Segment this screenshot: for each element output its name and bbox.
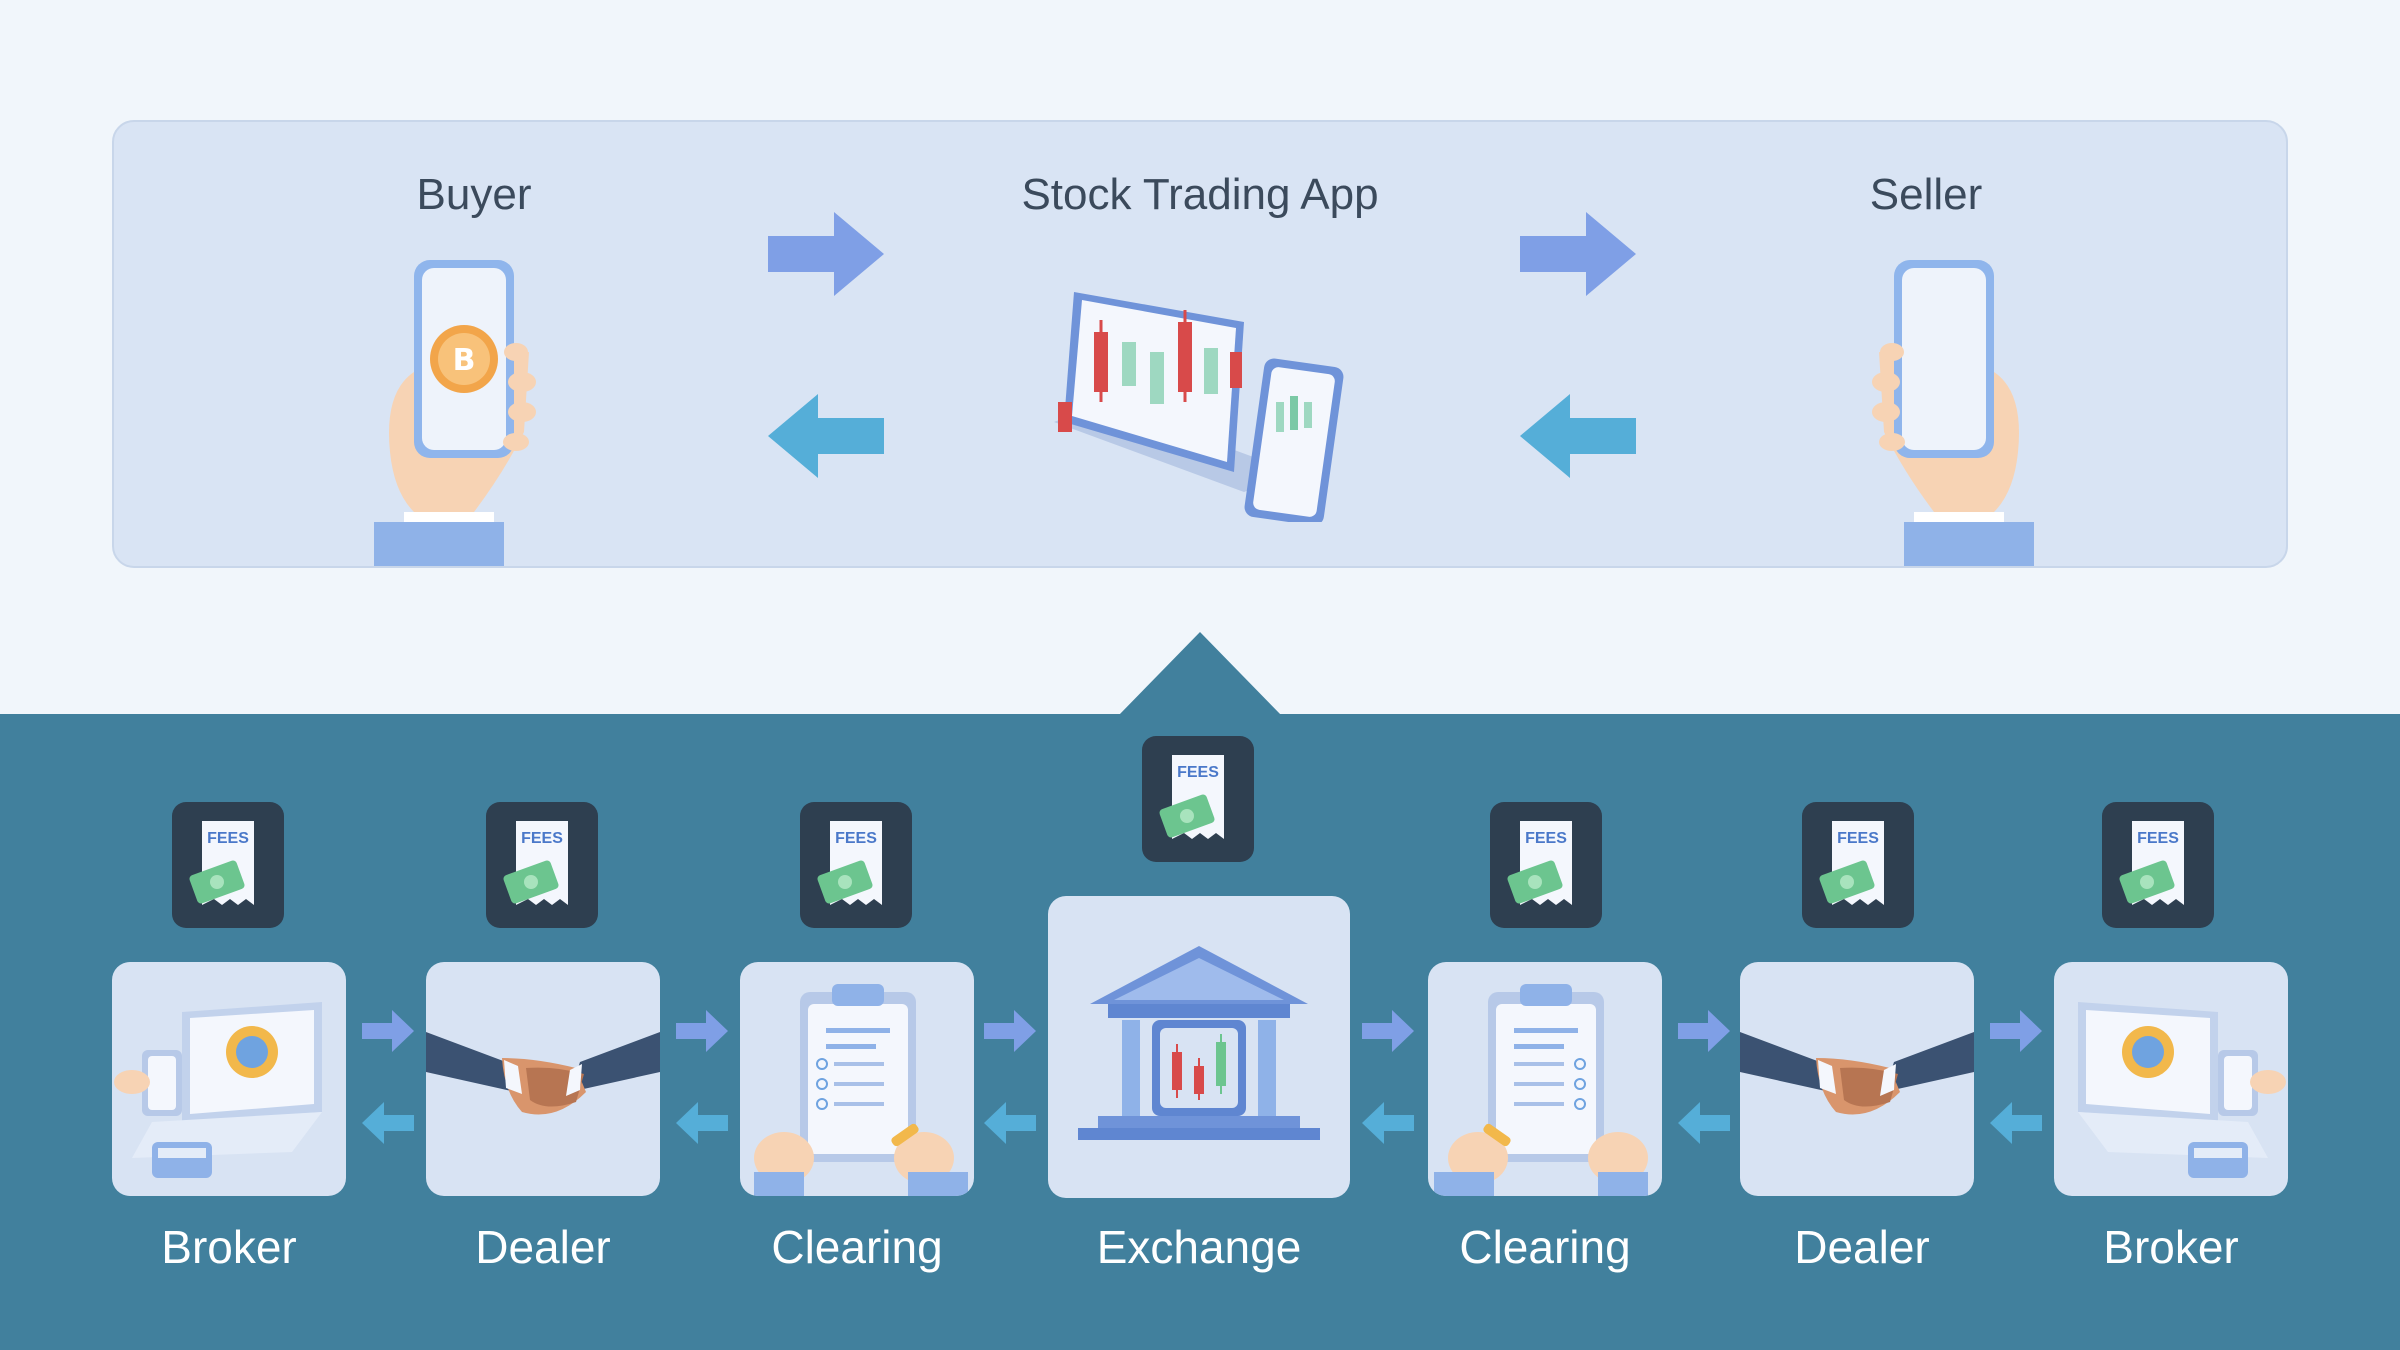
broker-laptop-icon <box>2078 1002 2286 1178</box>
arrow-left-icon <box>1990 1102 2042 1144</box>
svg-text:FEES: FEES <box>2137 830 2179 847</box>
fees-receipt-icon: FEES <box>2119 821 2184 905</box>
handshake-icon <box>1740 1032 1974 1115</box>
buyer-label: Buyer <box>416 170 532 219</box>
dealer-label: Dealer <box>1794 1221 1930 1273</box>
dealer-card <box>426 962 660 1196</box>
arrow-right-icon <box>1520 212 1636 296</box>
buyer-phone-hand-icon: B <box>374 260 536 566</box>
svg-text:FEES: FEES <box>1177 764 1219 781</box>
seller-label: Seller <box>1869 170 1983 219</box>
fees-badge: FEES <box>486 802 598 928</box>
arrow-left-icon <box>362 1102 414 1144</box>
arrow-right-icon <box>362 1010 414 1052</box>
app-label: Stock Trading App <box>1021 170 1379 219</box>
arrow-left-icon <box>984 1102 1036 1144</box>
dealer-card <box>1740 962 1974 1196</box>
arrow-right-icon <box>1362 1010 1414 1052</box>
arrow-left-icon <box>676 1102 728 1144</box>
broker-card <box>112 962 346 1196</box>
fees-badge: FEES <box>2102 802 2214 928</box>
svg-text:FEES: FEES <box>835 830 877 847</box>
svg-text:FEES: FEES <box>207 830 249 847</box>
fees-receipt-icon: FEES <box>817 821 882 905</box>
fees-badge: FEES <box>1142 736 1254 862</box>
fees-receipt-icon: FEES <box>189 821 254 905</box>
clearing-label: Clearing <box>1459 1221 1631 1273</box>
arrow-right-icon <box>768 212 884 296</box>
fees-receipt-icon: FEES <box>503 821 568 905</box>
clearing-card <box>1428 962 1662 1196</box>
arrow-right-icon <box>676 1010 728 1052</box>
fees-receipt-icon: FEES <box>1819 821 1884 905</box>
fees-badge: FEES <box>172 802 284 928</box>
fees-badge: FEES <box>800 802 912 928</box>
laptop-chart-icon <box>1054 292 1344 522</box>
svg-text:FEES: FEES <box>1525 830 1567 847</box>
broker-label: Broker <box>161 1221 297 1273</box>
bank-building-icon <box>1078 946 1320 1140</box>
fees-badge: FEES <box>1802 802 1914 928</box>
clipboard-icon <box>1434 984 1648 1196</box>
broker-label: Broker <box>2103 1221 2239 1273</box>
fees-receipt-icon: FEES <box>1507 821 1572 905</box>
seller-phone-hand-icon <box>1872 260 2034 566</box>
clearing-card <box>740 962 974 1196</box>
svg-text:B: B <box>453 343 476 378</box>
handshake-icon <box>426 1032 660 1115</box>
broker-laptop-icon <box>114 1002 322 1178</box>
svg-text:FEES: FEES <box>521 830 563 847</box>
exchange-card <box>1048 896 1350 1198</box>
trading-overview-panel: Buyer Stock Trading App Seller B <box>112 120 2288 568</box>
arrow-right-icon <box>1990 1010 2042 1052</box>
svg-text:FEES: FEES <box>1837 830 1879 847</box>
clipboard-icon <box>754 984 968 1196</box>
fees-receipt-icon: FEES <box>1159 755 1224 839</box>
arrow-left-icon <box>1362 1102 1414 1144</box>
arrow-right-icon <box>984 1010 1036 1052</box>
arrow-right-icon <box>1678 1010 1730 1052</box>
clearing-label: Clearing <box>771 1221 943 1273</box>
exchange-label: Exchange <box>1096 1221 1302 1273</box>
dealer-label: Dealer <box>475 1221 611 1273</box>
arrow-left-icon <box>768 394 884 478</box>
arrow-left-icon <box>1520 394 1636 478</box>
arrow-left-icon <box>1678 1102 1730 1144</box>
broker-card <box>2054 962 2288 1196</box>
fees-badge: FEES <box>1490 802 1602 928</box>
